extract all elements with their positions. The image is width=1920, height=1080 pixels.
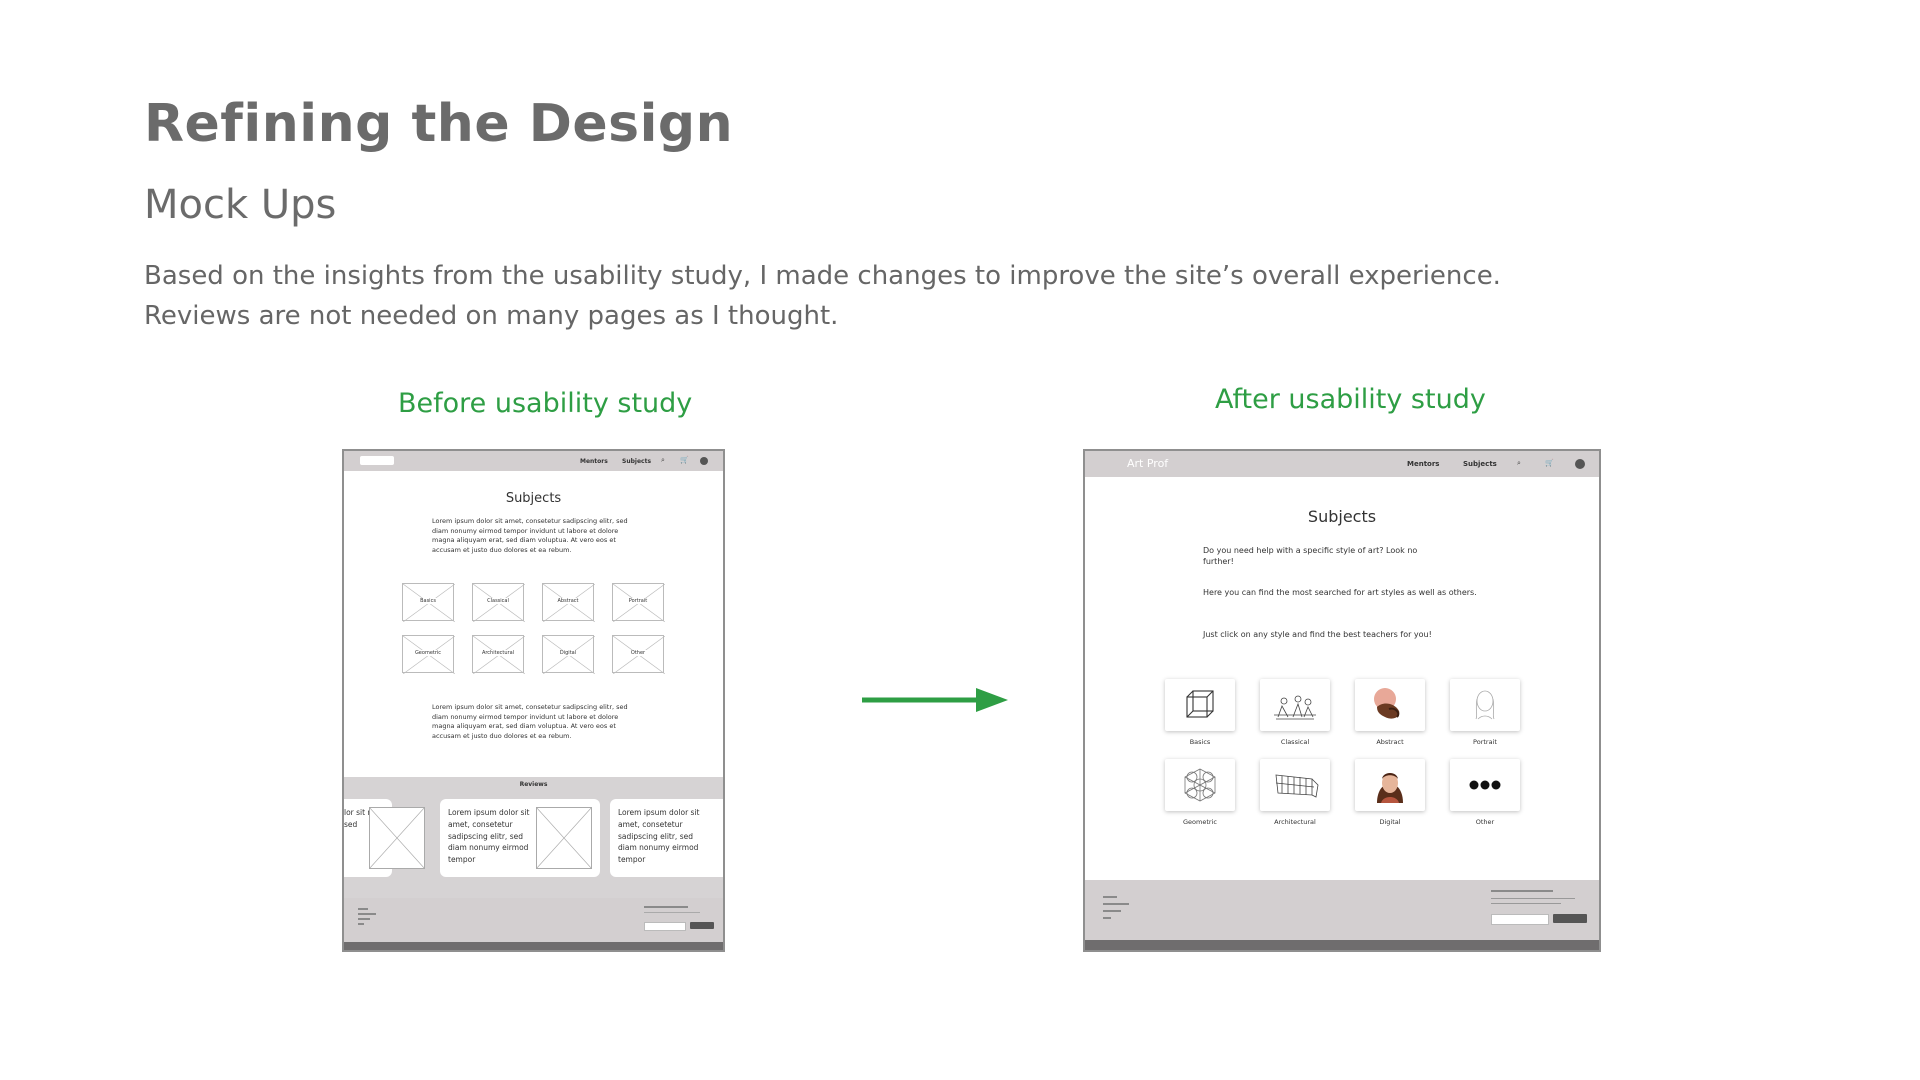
after-label: After usability study (1215, 384, 1486, 415)
wf-tile-digital[interactable]: Digital (542, 635, 595, 674)
nav-mentors[interactable]: Mentors (1407, 460, 1440, 468)
tile-digital[interactable] (1355, 759, 1425, 811)
after-intro-3: Just click on any style and find the bes… (1203, 630, 1432, 639)
wf-tile-classical[interactable]: Classical (472, 583, 525, 622)
tile-architectural[interactable] (1260, 759, 1330, 811)
tile-label: Architectural (481, 650, 515, 656)
architecture-sketch-icon (1275, 774, 1319, 798)
wf-tile-geometric[interactable]: Geometric (402, 635, 455, 674)
tile-label: Other (621, 650, 655, 656)
before-label: Before usability study (398, 388, 693, 419)
tile-label: Abstract (551, 598, 585, 604)
portrait-sketch-icon (1475, 690, 1495, 720)
image-placeholder-icon (536, 807, 592, 869)
newsletter-heading (644, 906, 688, 908)
footer-link[interactable] (358, 923, 364, 925)
image-placeholder-icon (369, 807, 425, 869)
page-subtitle: Mock Ups (144, 182, 337, 228)
before-mockup: Mentors Subjects ⌕ 🛒 Subjects Lorem ipsu… (342, 449, 725, 952)
page-description: Based on the insights from the usability… (144, 261, 1501, 331)
cube-icon (1186, 690, 1214, 718)
after-footer (1085, 880, 1599, 950)
before-intro: Lorem ipsum dolor sit amet, consetetur s… (432, 517, 628, 554)
tile-abstract[interactable] (1355, 679, 1425, 731)
abstract-art-icon (1374, 688, 1400, 719)
logo-placeholder (360, 456, 394, 465)
newsletter-text (1491, 903, 1561, 904)
geometric-icon (1184, 768, 1216, 802)
tile-geometric[interactable] (1165, 759, 1235, 811)
footer-link[interactable] (1103, 903, 1129, 905)
tile-label: Geometric (411, 650, 445, 656)
tile-other[interactable] (1450, 759, 1520, 811)
tile-portrait[interactable] (1450, 679, 1520, 731)
before-nav: Mentors Subjects ⌕ 🛒 (344, 451, 723, 471)
wf-tile-other[interactable]: Other (612, 635, 665, 674)
newsletter-text (1491, 898, 1575, 899)
tile-label-other: Other (1475, 818, 1495, 826)
footer-link[interactable] (358, 918, 370, 920)
footer-link[interactable] (358, 908, 368, 910)
tile-label-classical: Classical (1280, 738, 1310, 746)
review-text: lor sit r sed (344, 808, 371, 829)
cart-icon[interactable]: 🛒 (680, 456, 689, 464)
after-intro-1: Do you need help with a specific style o… (1203, 546, 1418, 566)
tile-classical[interactable] (1260, 679, 1330, 731)
before-footer (344, 898, 723, 950)
cart-icon[interactable]: 🛒 (1545, 459, 1554, 467)
tile-label: Digital (551, 650, 585, 656)
newsletter-heading (1491, 890, 1553, 892)
tile-label: Portrait (621, 598, 655, 604)
arrow-right-icon (862, 688, 1008, 712)
after-mockup: Art Prof Mentors Subjects ⌕ 🛒 Subjects D… (1083, 449, 1601, 952)
page-title: Refining the Design (144, 94, 734, 154)
wf-tile-basics[interactable]: Basics (402, 583, 455, 622)
newsletter-text (644, 912, 700, 913)
nav-subjects[interactable]: Subjects (1463, 460, 1497, 468)
tile-label-portrait: Portrait (1473, 738, 1497, 746)
review-card[interactable]: Lorem ipsum dolor sit amet, consetetur s… (610, 799, 723, 877)
before-outro: Lorem ipsum dolor sit amet, consetetur s… (432, 703, 628, 740)
review-card[interactable]: Lorem ipsum dolor sit amet, consetetur s… (440, 799, 600, 877)
subscribe-button[interactable] (690, 922, 714, 929)
reviews-section: Reviews lor sit r sed Lorem ipsum dolor … (344, 777, 723, 906)
reviews-title: Reviews (519, 781, 548, 788)
before-heading: Subjects (505, 491, 562, 506)
wf-tile-architectural[interactable]: Architectural (472, 635, 525, 674)
review-text: Lorem ipsum dolor sit amet, consetetur s… (448, 808, 530, 865)
wf-tile-abstract[interactable]: Abstract (542, 583, 595, 622)
review-text: Lorem ipsum dolor sit amet, consetetur s… (618, 808, 700, 865)
logo[interactable]: Art Prof (1127, 457, 1169, 470)
tile-label-architectural: Architectural (1274, 818, 1316, 826)
user-icon[interactable] (1575, 459, 1585, 469)
search-icon[interactable]: ⌕ (1517, 459, 1521, 467)
classical-painting-icon (1274, 695, 1316, 720)
footer-link[interactable] (1103, 917, 1111, 919)
after-intro-2: Here you can find the most searched for … (1203, 588, 1477, 597)
tile-basics[interactable] (1165, 679, 1235, 731)
footer-link[interactable] (358, 913, 376, 915)
wf-tile-portrait[interactable]: Portrait (612, 583, 665, 622)
after-nav: Art Prof Mentors Subjects ⌕ 🛒 (1085, 451, 1599, 477)
search-icon[interactable]: ⌕ (661, 456, 665, 464)
tile-label-abstract: Abstract (1376, 738, 1404, 746)
nav-mentors[interactable]: Mentors (580, 458, 608, 465)
more-dots-icon (1469, 780, 1501, 790)
after-heading: Subjects (1307, 507, 1377, 526)
footer-link[interactable] (1103, 896, 1117, 898)
digital-portrait-icon (1377, 773, 1403, 803)
user-icon[interactable] (700, 457, 708, 465)
tile-label-digital: Digital (1379, 818, 1401, 826)
footer-bar (344, 942, 723, 950)
tile-label-basics: Basics (1189, 738, 1211, 746)
footer-link[interactable] (1103, 910, 1121, 912)
footer-bar (1085, 940, 1599, 950)
email-field[interactable] (1491, 914, 1549, 925)
tile-label-geometric: Geometric (1183, 818, 1217, 826)
nav-subjects[interactable]: Subjects (622, 458, 652, 465)
email-field[interactable] (644, 922, 686, 931)
tile-label: Classical (481, 598, 515, 604)
tile-label: Basics (411, 598, 445, 604)
subscribe-button[interactable] (1553, 914, 1587, 923)
